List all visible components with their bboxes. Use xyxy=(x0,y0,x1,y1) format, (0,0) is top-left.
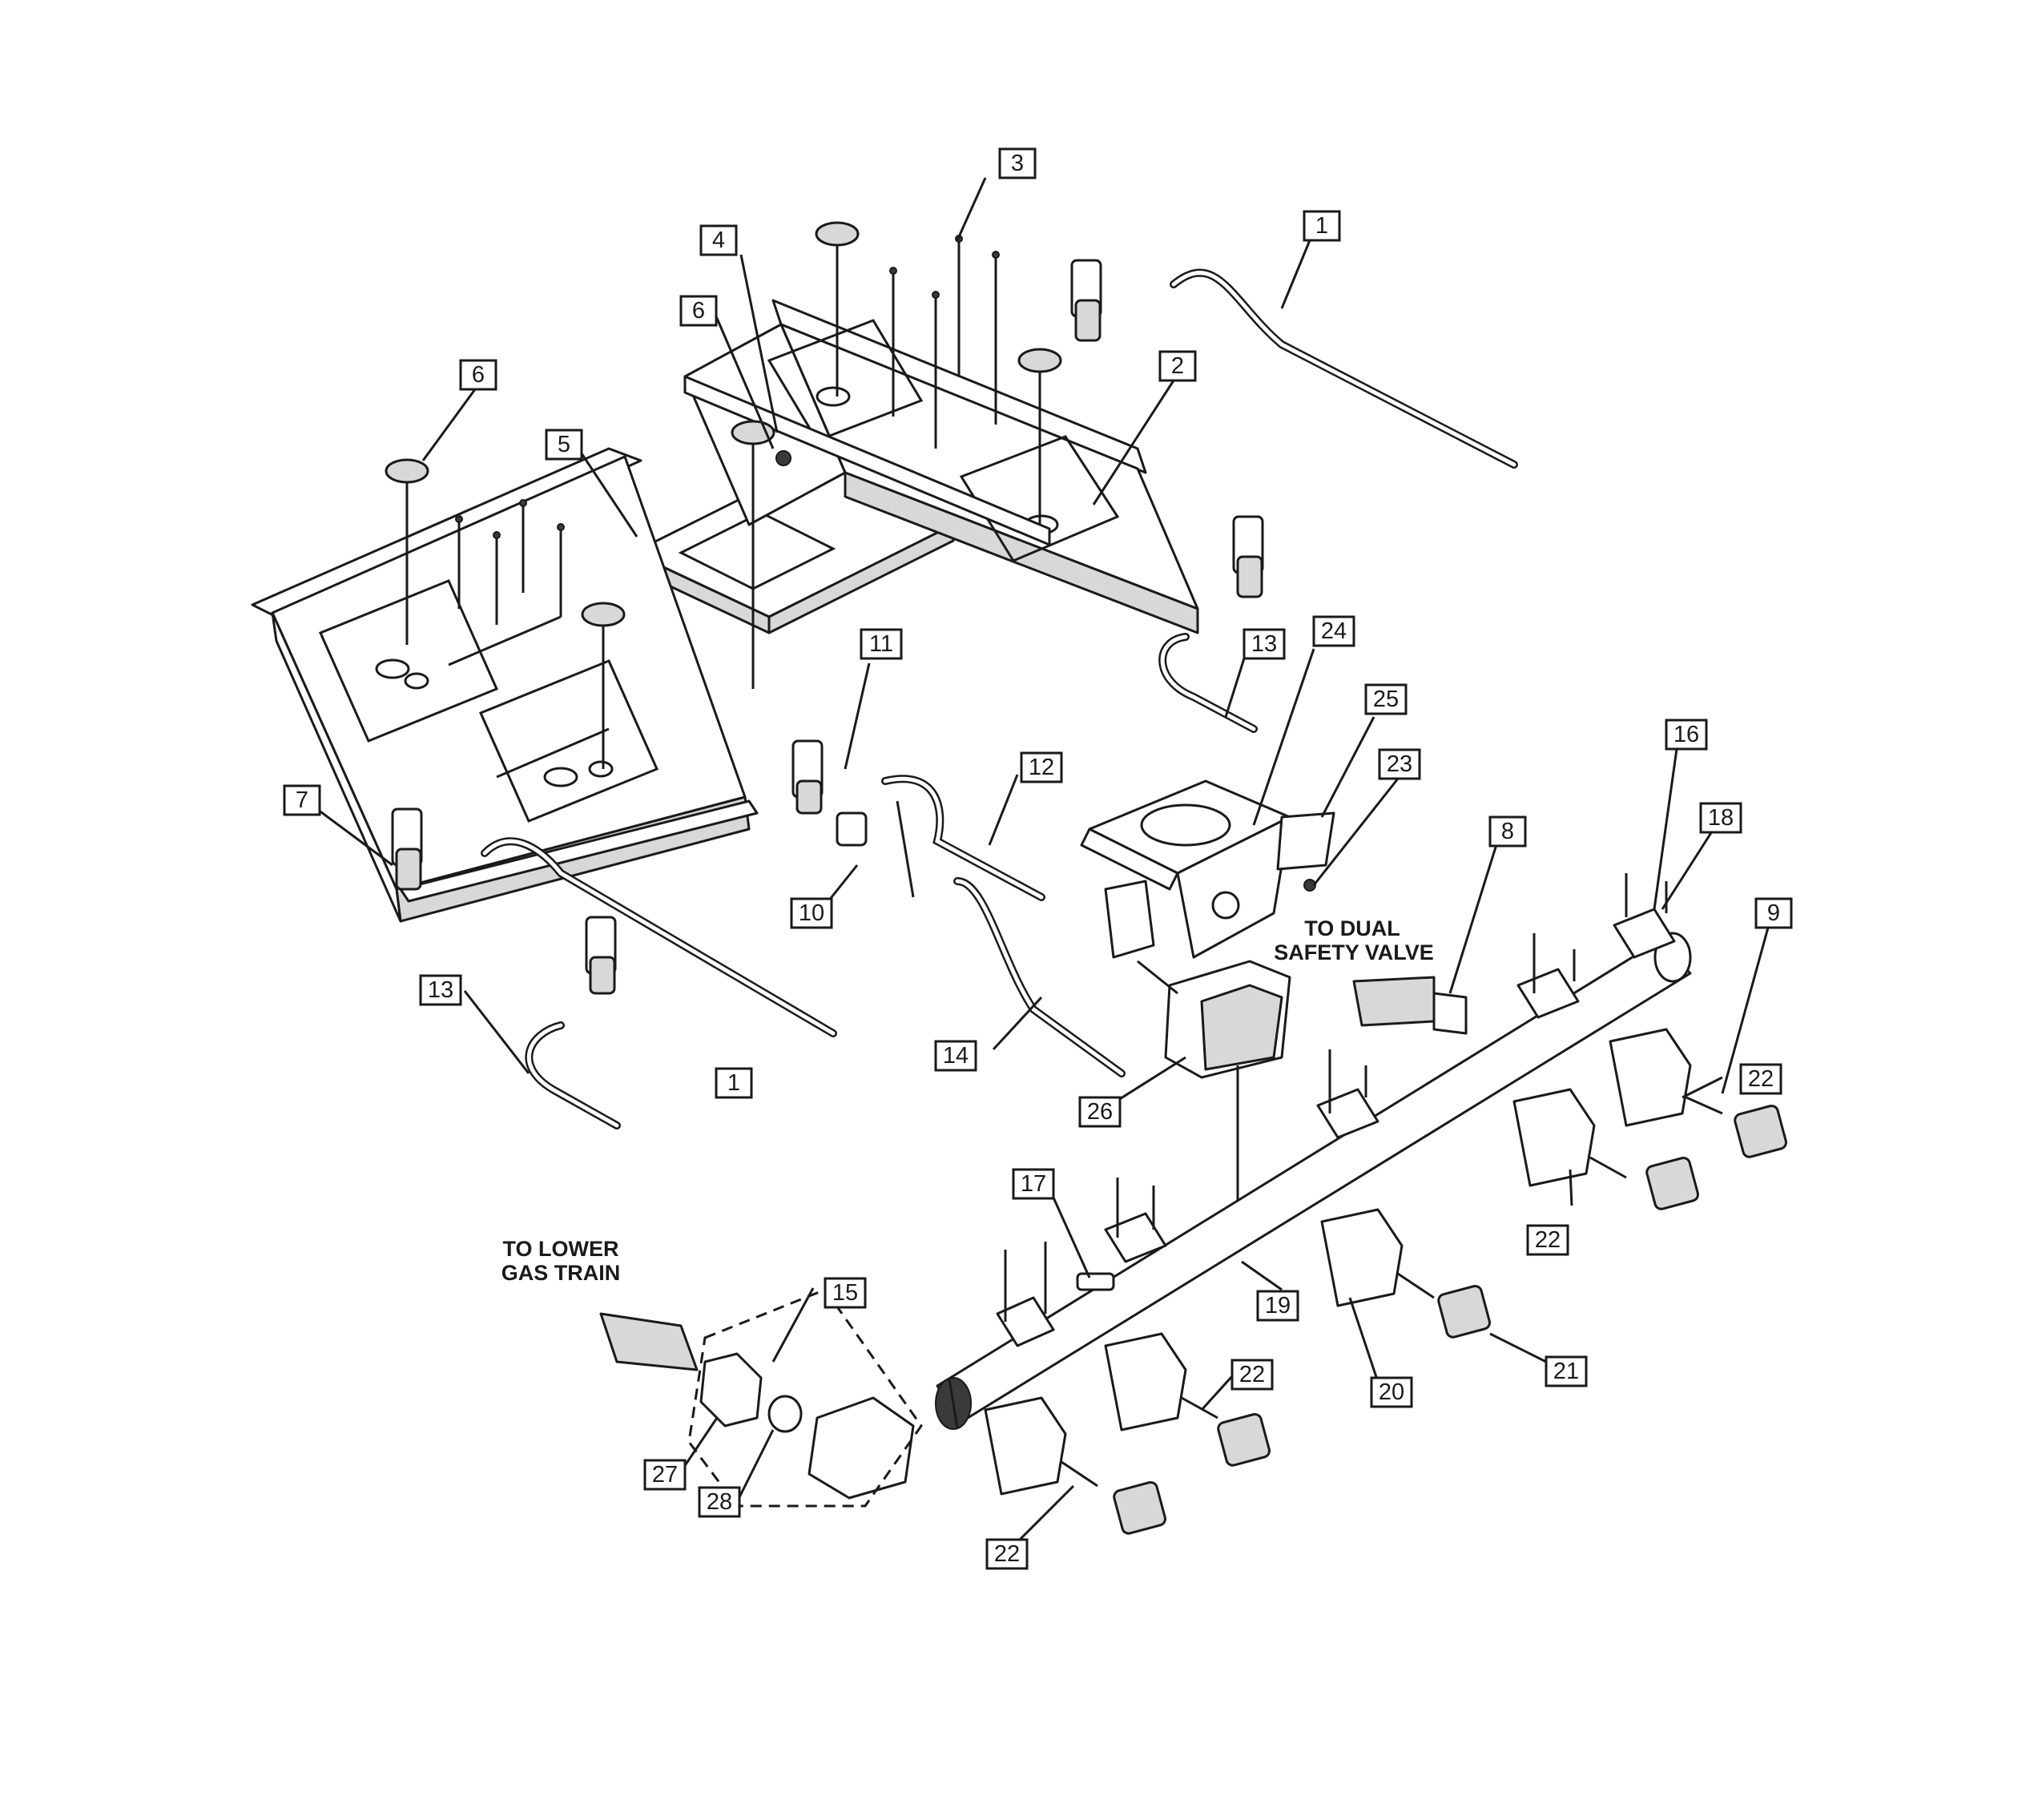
callout-1: 1 xyxy=(715,1067,753,1099)
callout-22: 22 xyxy=(1526,1224,1569,1256)
svg-text:10: 10 xyxy=(799,900,824,926)
svg-text:19: 19 xyxy=(1265,1293,1291,1319)
callout-23: 23 xyxy=(1378,748,1421,780)
callout-9: 9 xyxy=(1754,897,1793,929)
callout-10: 10 xyxy=(790,897,833,929)
inlet-fittings xyxy=(599,1288,923,1508)
svg-text:27: 27 xyxy=(652,1462,678,1488)
callout-4: 4 xyxy=(699,224,738,256)
svg-text:17: 17 xyxy=(1021,1171,1046,1197)
manifold-clamps xyxy=(996,873,1676,1347)
callout-6: 6 xyxy=(459,359,497,391)
callout-20: 20 xyxy=(1370,1376,1413,1408)
svg-text:14: 14 xyxy=(943,1043,969,1069)
elbow-fittings xyxy=(391,259,1264,995)
callout-14: 14 xyxy=(934,1040,977,1072)
callout-21: 21 xyxy=(1545,1355,1588,1387)
svg-text:7: 7 xyxy=(296,787,308,813)
svg-text:21: 21 xyxy=(1553,1359,1579,1384)
svg-text:3: 3 xyxy=(1011,151,1024,176)
callout-11: 11 xyxy=(860,628,903,660)
screws xyxy=(455,235,1000,625)
svg-text:28: 28 xyxy=(707,1489,732,1515)
svg-text:2: 2 xyxy=(1171,353,1184,379)
svg-text:1: 1 xyxy=(1315,213,1328,239)
svg-text:11: 11 xyxy=(869,631,893,657)
callout-12: 12 xyxy=(1020,751,1063,783)
callout-15: 15 xyxy=(824,1277,867,1309)
callout-28: 28 xyxy=(698,1486,741,1518)
callout-22: 22 xyxy=(1739,1063,1782,1095)
note-dual-safety-valve: TO DUAL SAFETY VALVE xyxy=(1274,916,1434,964)
callout-8: 8 xyxy=(1488,815,1527,848)
callout-6: 6 xyxy=(679,295,718,327)
svg-text:13: 13 xyxy=(428,977,453,1003)
burner-frame-assembly xyxy=(251,299,1199,923)
callout-13: 13 xyxy=(419,974,462,1006)
svg-text:6: 6 xyxy=(472,362,485,388)
svg-text:12: 12 xyxy=(1029,755,1054,780)
svg-text:5: 5 xyxy=(558,432,570,457)
callout-17: 17 xyxy=(1012,1168,1055,1200)
svg-text:TO DUAL: TO DUAL xyxy=(1304,916,1400,940)
svg-text:26: 26 xyxy=(1087,1099,1113,1125)
svg-text:13: 13 xyxy=(1251,631,1277,657)
knob-bezels xyxy=(1113,1104,1787,1535)
svg-text:18: 18 xyxy=(1708,805,1734,831)
callout-3: 3 xyxy=(998,147,1037,179)
manifold-pipe xyxy=(935,932,1692,1430)
svg-text:22: 22 xyxy=(1748,1066,1774,1092)
svg-text:16: 16 xyxy=(1673,722,1699,747)
leader-lines xyxy=(314,177,1774,1544)
svg-text:22: 22 xyxy=(1239,1362,1265,1387)
note-lower-gas-train: TO LOWER GAS TRAIN xyxy=(501,1237,621,1285)
svg-text:SAFETY VALVE: SAFETY VALVE xyxy=(1274,940,1434,964)
svg-text:TO LOWER: TO LOWER xyxy=(503,1237,619,1261)
svg-text:6: 6 xyxy=(692,298,705,324)
callout-13: 13 xyxy=(1243,628,1286,660)
svg-text:22: 22 xyxy=(1535,1227,1561,1253)
callout-7: 7 xyxy=(283,784,321,816)
callout-26: 26 xyxy=(1078,1096,1122,1128)
callout-19: 19 xyxy=(1256,1290,1299,1322)
callout-18: 18 xyxy=(1699,802,1742,834)
callout-27: 27 xyxy=(643,1459,687,1491)
svg-text:1: 1 xyxy=(727,1070,740,1096)
svg-text:GAS TRAIN: GAS TRAIN xyxy=(501,1261,621,1285)
valve-bracket xyxy=(1080,779,1335,959)
callout-1: 1 xyxy=(1303,210,1341,242)
callout-22: 22 xyxy=(1230,1359,1274,1391)
callout-25: 25 xyxy=(1364,683,1408,715)
svg-text:20: 20 xyxy=(1379,1379,1404,1405)
svg-text:22: 22 xyxy=(994,1541,1020,1567)
svg-text:4: 4 xyxy=(712,228,725,253)
callout-5: 5 xyxy=(545,429,583,461)
svg-text:8: 8 xyxy=(1501,819,1514,844)
gas-tubes xyxy=(481,268,1518,1129)
burner-ring-parts xyxy=(385,221,1062,769)
svg-text:9: 9 xyxy=(1767,900,1780,926)
dual-valve-connector xyxy=(1352,976,1468,1098)
callout-22: 22 xyxy=(985,1538,1029,1570)
svg-text:25: 25 xyxy=(1373,687,1399,712)
callout-24: 24 xyxy=(1312,615,1355,647)
svg-text:15: 15 xyxy=(832,1280,858,1306)
svg-text:23: 23 xyxy=(1387,751,1412,777)
callout-2: 2 xyxy=(1158,350,1197,382)
burner-valves xyxy=(984,1028,1723,1496)
svg-text:24: 24 xyxy=(1321,618,1347,644)
callout-16: 16 xyxy=(1665,719,1708,751)
safety-valve xyxy=(1137,960,1291,1246)
